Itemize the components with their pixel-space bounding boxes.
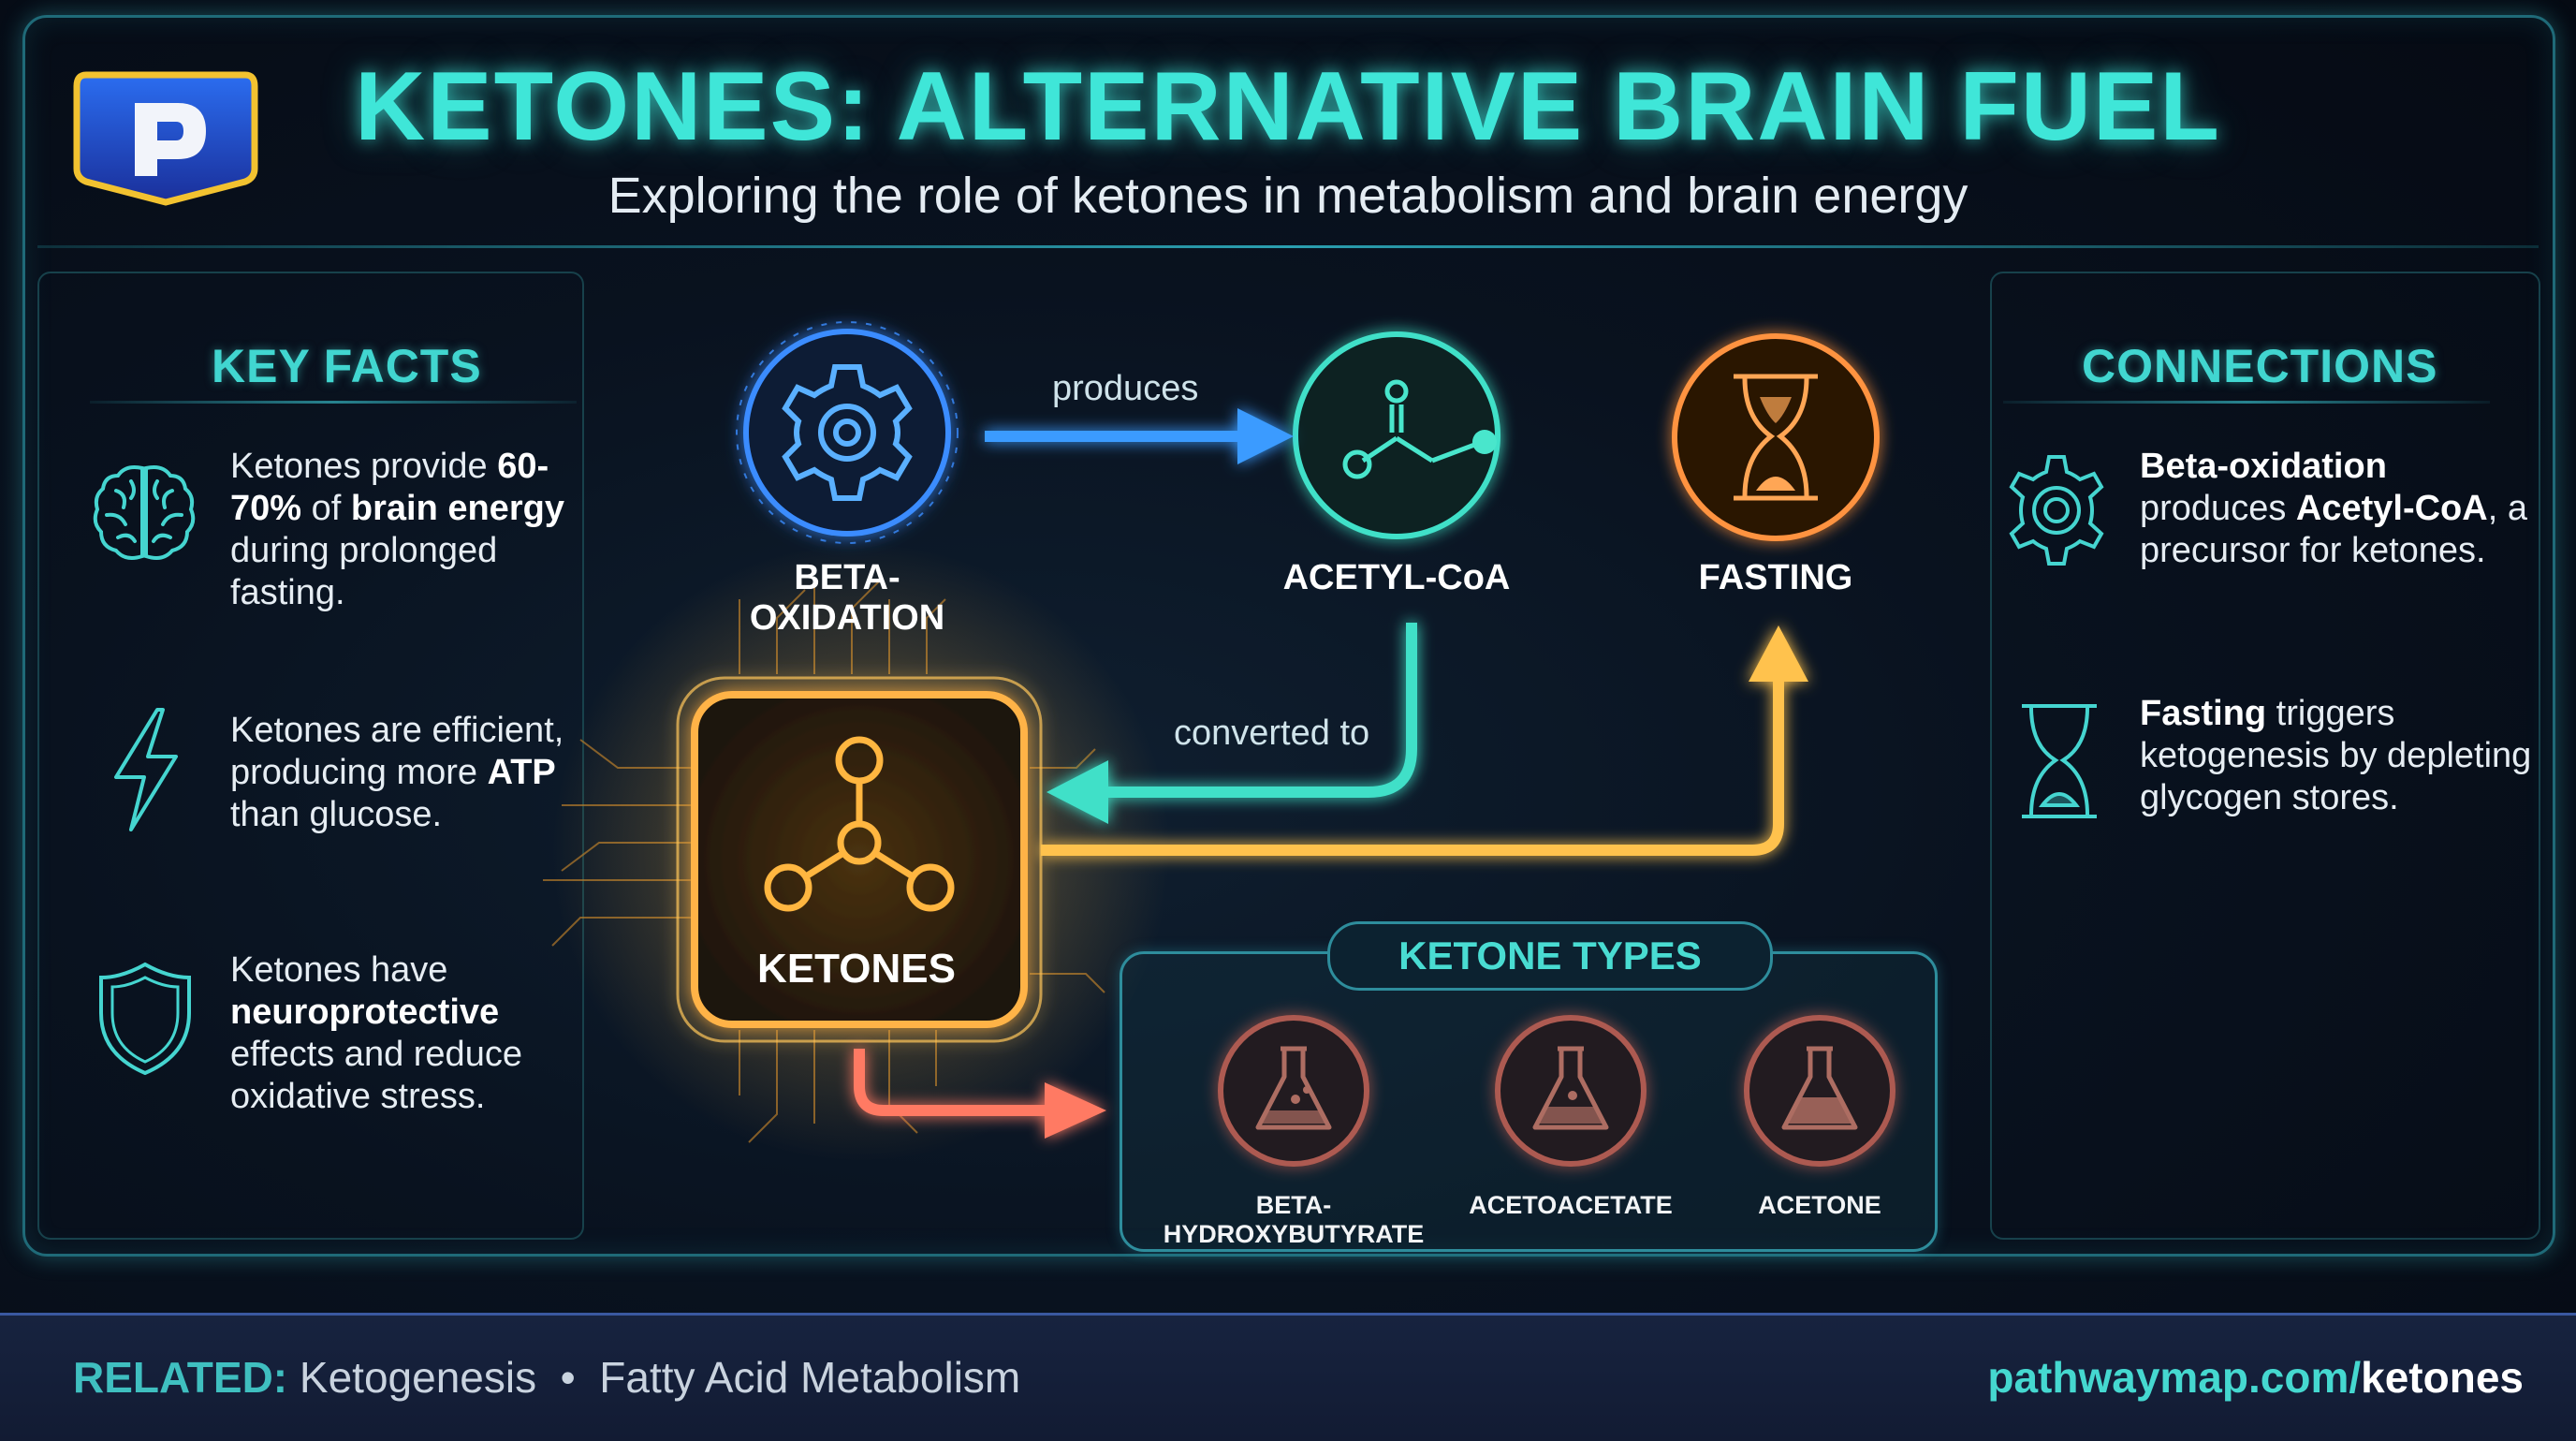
label-fasting: FASTING xyxy=(1698,558,1853,597)
main-frame xyxy=(22,15,2555,1257)
fact-brain-energy: Ketones provide 60-70% of brain energy d… xyxy=(230,447,564,612)
flask-acetoacetate xyxy=(1495,1015,1647,1167)
fact-neuroprotective: Ketones have neuroprotective effects and… xyxy=(230,950,522,1116)
key-facts-rule xyxy=(90,401,577,404)
acetyl-coa-node xyxy=(1293,331,1500,539)
arrow-produces xyxy=(985,408,1294,464)
shield-icon xyxy=(99,962,191,1076)
flask-acetone xyxy=(1744,1015,1895,1167)
fasting-node xyxy=(1672,333,1880,541)
type-beta-hydroxybutyrate: BETA-HYDROXYBUTYRATE xyxy=(1163,1191,1425,1248)
edge-label-produces: produces xyxy=(1052,369,1199,408)
lightning-icon xyxy=(114,708,178,831)
type-acetoacetate: ACETOACETATE xyxy=(1469,1191,1673,1219)
label-acetyl-coa: ACETYL-CoA xyxy=(1282,558,1511,597)
page-subtitle: Exploring the role of ketones in metabol… xyxy=(607,168,1969,224)
related-items[interactable]: Ketogenesis • Fatty Acid Metabolism xyxy=(299,1353,1021,1402)
page-title: KETONES: ALTERNATIVE BRAIN FUEL xyxy=(355,52,2221,161)
label-beta-oxidation: BETA-OXIDATION xyxy=(749,558,945,638)
brain-icon xyxy=(93,465,196,560)
edge-label-converted-to: converted to xyxy=(1174,713,1370,753)
footer-bar xyxy=(0,1313,2576,1441)
url-domain: pathwaymap.com/ xyxy=(1987,1353,2362,1402)
header-divider xyxy=(37,245,2539,248)
connections-title: CONNECTIONS xyxy=(2082,340,2438,392)
label-ketones: KETONES xyxy=(757,946,956,992)
gear-icon xyxy=(2009,455,2104,566)
arrow-to-types xyxy=(854,1049,1106,1139)
fact-atp-efficiency: Ketones are efficient, producing more AT… xyxy=(230,711,564,834)
connections-rule xyxy=(2003,401,2490,404)
arrow-to-fasting xyxy=(1041,625,1808,856)
hourglass-icon xyxy=(2022,704,2097,818)
connection-beta-oxidation: Beta-oxidation produces Acetyl-CoA, a pr… xyxy=(2140,447,2527,570)
beta-oxidation-node xyxy=(736,321,959,544)
ketone-types-box xyxy=(1120,951,1938,1252)
arrow-converted-to xyxy=(1046,623,1417,824)
footer-url[interactable]: pathwaymap.com/ketones xyxy=(1987,1352,2524,1403)
connection-fasting: Fasting triggers ketogenesis by depletin… xyxy=(2140,694,2532,817)
key-facts-title: KEY FACTS xyxy=(212,340,482,392)
flask-bhb xyxy=(1218,1015,1369,1167)
url-path: ketones xyxy=(2361,1353,2524,1402)
ketones-node xyxy=(676,676,1043,1043)
type-acetone: ACETONE xyxy=(1758,1191,1881,1219)
ketone-types-title: KETONE TYPES xyxy=(1327,921,1773,991)
related-label: RELATED: xyxy=(73,1353,288,1402)
related-links: RELATED: Ketogenesis • Fatty Acid Metabo… xyxy=(73,1352,1020,1403)
connections-panel xyxy=(1990,272,2540,1240)
pathwaymap-logo xyxy=(73,71,258,206)
